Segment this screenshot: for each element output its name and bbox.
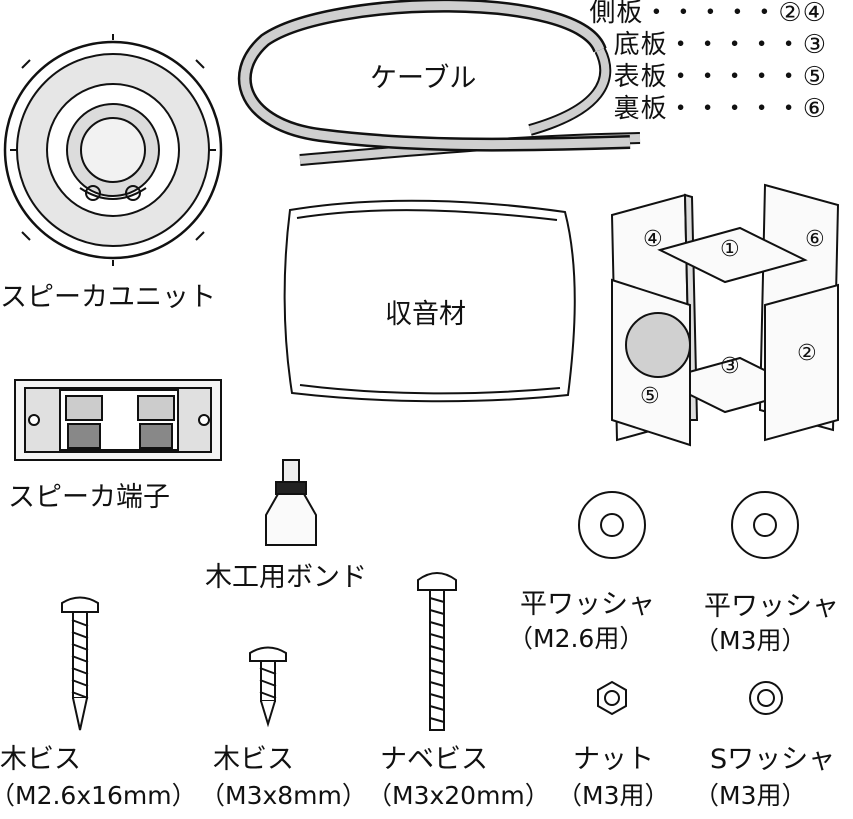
wood-bond-illustration [265,459,317,546]
pan-screw-label: ナベビス [380,744,488,775]
speaker-unit-illustration [3,34,223,266]
flat-washer-m26-spec: （M2.6用） [508,624,645,653]
legend-num-front: ⑤ [802,62,827,92]
nut-illustration [597,680,627,716]
flat-washer-m26-illustration [578,491,646,559]
wood-screw-short-illustration [249,646,287,728]
cable-label: ケーブル [370,63,477,94]
nut-spec: （M3用） [557,781,670,810]
wood-screw-long-illustration [61,596,99,731]
pan-screw-illustration [417,572,457,731]
legend-dots: ・・・・・ [667,94,803,124]
wood-screw-long-spec: （M2.6x16mm） [0,781,197,810]
flat-washer-m3-illustration [731,491,799,559]
speaker-unit-label: スピーカユニット [0,282,216,313]
enclosure-illustration [610,183,840,447]
wood-bond-label: 木工用ボンド [205,562,367,593]
wood-screw-short-spec: （M3x8mm） [200,781,367,810]
legend-row-back: 裏板・・・・・⑥ [614,96,827,122]
nut-label: ナット [573,744,654,775]
flat-washer-m3-spec: （M3用） [694,626,807,655]
flat-washer-m26-label: 平ワッシャ [520,589,655,620]
box-number-back: ⑥ [805,227,825,252]
flat-washer-m3-label: 平ワッシャ [704,591,839,622]
box-number-right-side: ② [797,341,817,366]
cable-illustration [237,0,641,166]
wood-screw-short-label: 木ビス [213,744,294,775]
box-number-front: ⑤ [640,384,660,409]
legend-dots: ・・・・・ [643,0,779,28]
box-number-bottom: ③ [720,354,740,379]
sound-absorber-illustration [283,199,576,403]
speaker-terminal-illustration [14,379,222,461]
legend-row-side: 側板・・・・・②④ [589,0,827,26]
legend-dots: ・・・・・ [667,30,803,60]
pan-screw-spec: （M3x20mm） [367,781,550,810]
spring-washer-label: Sワッシャ [710,744,836,775]
legend-num-side: ②④ [778,0,827,28]
legend-part-front: 表板 [613,62,668,92]
legend-part-back: 裏板 [613,94,668,124]
spring-washer-spec: （M3用） [694,781,807,810]
wood-screw-long-label: 木ビス [0,744,81,775]
legend-row-bottom: 底板・・・・・③ [614,32,827,58]
spring-washer-illustration [749,681,783,715]
speaker-terminal-label: スピーカ端子 [8,482,170,513]
box-number-left-side: ④ [643,227,663,252]
legend-num-back: ⑥ [802,94,827,124]
legend-part-side: 側板 [589,0,644,28]
legend-num-bottom: ③ [802,30,827,60]
sound-absorber-label: 収音材 [385,299,466,330]
legend-dots: ・・・・・ [667,62,803,92]
legend-row-front: 表板・・・・・⑤ [614,64,827,90]
legend-part-bottom: 底板 [613,30,668,60]
box-number-top: ① [720,237,740,262]
